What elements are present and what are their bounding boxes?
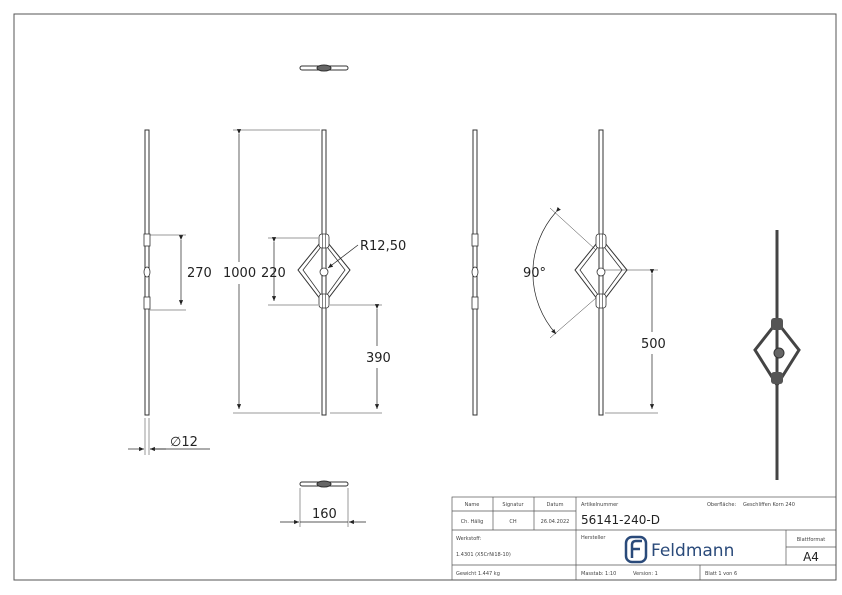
article-label: Artikelnummer (581, 502, 619, 508)
title-block (451, 496, 837, 581)
dim-160: 160 (312, 507, 337, 522)
logo-text: Feldmann (651, 541, 734, 561)
dim-1000: 1000 (223, 266, 256, 281)
dim-angle: 90° (523, 266, 546, 281)
side-view-left (128, 129, 210, 455)
surface-label: Oberfläche: (707, 502, 736, 508)
bottom-view (280, 480, 366, 527)
name-value: Ch. Hälig (461, 519, 484, 525)
isometric-view (753, 230, 801, 480)
dim-diameter: ∅12 (170, 435, 198, 450)
dim-270: 270 (187, 266, 212, 281)
angle-view (532, 129, 658, 416)
weight: Gewicht 1.447 kg (456, 571, 500, 577)
feldmann-logo: Feldmann (624, 535, 734, 564)
format-value: A4 (803, 550, 819, 564)
signature-label: Signatur (502, 502, 524, 508)
manufacturer-label: Hersteller (581, 535, 606, 541)
dim-390: 390 (366, 351, 391, 366)
drawing-frame (13, 13, 837, 581)
format-label: Blattformat (797, 537, 826, 543)
material-label: Werkstoff: (456, 536, 482, 542)
front-view (233, 129, 382, 416)
dim-220: 220 (261, 266, 286, 281)
scale: Masstab: 1:10 (581, 571, 616, 577)
date-label: Datum (547, 502, 564, 508)
top-view (299, 64, 349, 72)
side-view-right (471, 129, 479, 416)
version: Version: 1 (633, 571, 658, 577)
dim-radius: R12,50 (360, 239, 406, 254)
sheet: Blatt 1 von 6 (705, 571, 737, 577)
date-value: 26.04.2022 (541, 519, 570, 525)
article-number: 56141-240-D (581, 513, 660, 527)
signature-value: CH (509, 519, 516, 525)
material-value: 1.4301 (X5CrNi18-10) (456, 552, 511, 558)
surface-value: Geschliffen Korn 240 (743, 502, 795, 508)
name-label: Name (465, 502, 480, 508)
dim-500: 500 (641, 337, 666, 352)
